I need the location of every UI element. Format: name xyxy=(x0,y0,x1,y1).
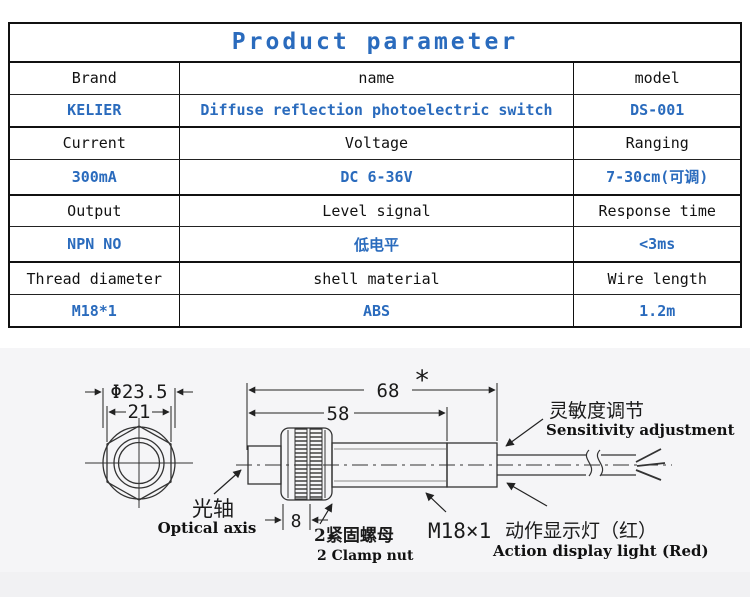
cell-output-value: NPN NO xyxy=(10,227,180,262)
table-row: KELIER Diffuse reflection photoelectric … xyxy=(10,93,740,126)
sensitivity-arrow xyxy=(505,418,544,447)
side-view xyxy=(236,427,672,501)
table-row: NPN NO 低电平 <3ms xyxy=(10,226,740,262)
footer-band xyxy=(0,572,750,597)
sensitivity-label-en: Sensitivity adjustment xyxy=(546,421,735,439)
cable-break xyxy=(596,449,604,477)
dim-length-asterisk: * xyxy=(414,365,430,396)
cell-signal-value: 低电平 xyxy=(180,227,575,262)
cell-voltage-label: Voltage xyxy=(180,127,575,159)
sensitivity-label-cn: 灵敏度调节 xyxy=(549,400,644,422)
cell-signal-label: Level signal xyxy=(180,195,575,227)
cell-voltage-value: DC 6-36V xyxy=(180,159,575,194)
dim-overall-length: 68 xyxy=(377,380,400,402)
thread-band-1 xyxy=(294,428,308,500)
cell-ranging-value: 7-30cm(可调) xyxy=(606,168,709,187)
thread-spec-arrow xyxy=(425,492,447,513)
dim-nut-thickness: 8 xyxy=(291,511,302,532)
cell-wire-label: Wire length xyxy=(607,269,707,288)
table-row: Current Voltage Ranging xyxy=(10,125,740,159)
cell-response-label: Response time xyxy=(598,201,716,220)
cell-response-value: <3ms xyxy=(639,235,676,254)
table-row: Brand name model xyxy=(10,63,740,94)
cell-current-value: 300mA xyxy=(10,159,180,194)
wire-lead xyxy=(636,462,666,467)
cell-shell-label: shell material xyxy=(180,263,575,295)
clamp-nut-arrow xyxy=(319,503,333,525)
action-light-label-cn: 动作显示灯（红） xyxy=(505,520,657,542)
action-light-label-en: Action display light (Red) xyxy=(492,542,709,560)
optical-axis-arrow xyxy=(213,469,242,495)
wire-lead xyxy=(635,469,662,481)
cell-model-label: model xyxy=(634,69,680,88)
cell-name-value: Diffuse reflection photoelectric switch xyxy=(180,94,575,126)
clamp-nut-label-en: 2 Clamp nut xyxy=(317,548,414,564)
cell-wire-value: 1.2m xyxy=(639,301,676,320)
cell-name-label: name xyxy=(180,63,575,94)
clamp-nut-label-cn: 2紧固螺母 xyxy=(314,526,394,546)
cell-ranging-label: Ranging xyxy=(625,134,689,153)
table-row: Output Level signal Response time xyxy=(10,193,740,227)
optical-axis-label-en: Optical axis xyxy=(158,519,257,537)
table-title: Product parameter xyxy=(10,24,740,63)
cable-break xyxy=(585,449,593,477)
cell-shell-value: ABS xyxy=(180,295,575,326)
front-view xyxy=(85,418,193,508)
cell-thread-label: Thread diameter xyxy=(10,263,180,295)
cell-output-label: Output xyxy=(10,195,180,227)
wire-lead xyxy=(635,448,662,463)
thread-band-2 xyxy=(309,428,323,500)
sensor-dimension-diagram: Φ23.5 21 68 * 58 xyxy=(85,365,735,564)
cell-brand-label: Brand xyxy=(10,63,180,94)
cell-brand-value: KELIER xyxy=(10,94,180,126)
dim-front-diameter: Φ23.5 xyxy=(110,381,167,403)
dim-thread-length: 58 xyxy=(327,403,350,425)
diagram-background xyxy=(0,348,750,572)
dim-front-flats: 21 xyxy=(128,401,151,423)
optical-axis-label-cn: 光轴 xyxy=(192,497,234,521)
action-light-arrow xyxy=(506,482,548,507)
leader-arrows xyxy=(213,418,548,525)
side-dimensions xyxy=(246,383,498,530)
front-dimensions xyxy=(85,388,193,442)
product-parameter-table: Product parameter Brand name model KELIE… xyxy=(8,22,742,328)
cell-current-label: Current xyxy=(10,127,180,159)
table-row: 300mA DC 6-36V 7-30cm(可调) xyxy=(10,158,740,194)
thread-spec-label: M18×1 xyxy=(428,519,491,543)
cell-thread-value: M18*1 xyxy=(10,295,180,326)
rear-cap xyxy=(446,442,498,488)
table-row: M18*1 ABS 1.2m xyxy=(10,294,740,326)
cell-model-value: DS-001 xyxy=(630,101,685,120)
table-row: Thread diameter shell material Wire leng… xyxy=(10,261,740,295)
